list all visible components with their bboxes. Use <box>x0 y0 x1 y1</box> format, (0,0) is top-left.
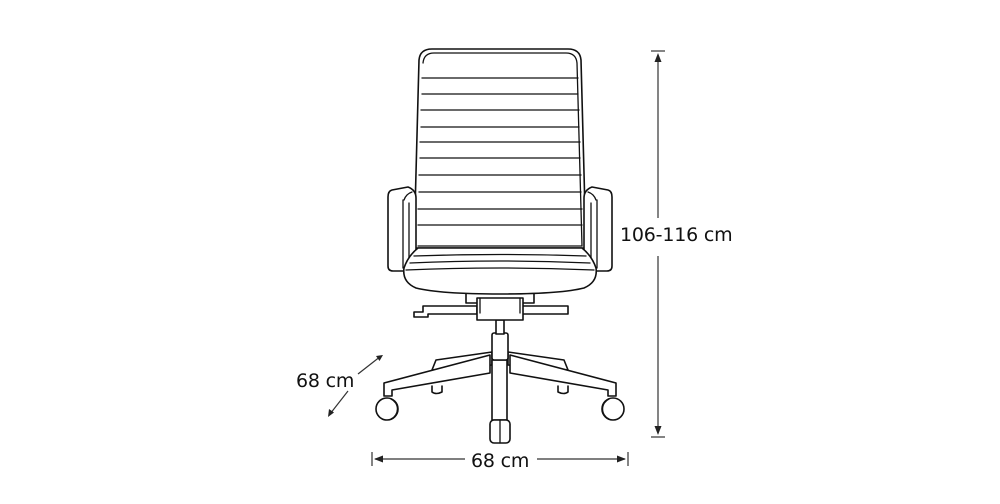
armrest-left <box>387 186 417 272</box>
seat-stitch-lines <box>405 253 595 271</box>
seat-cushion <box>402 247 598 295</box>
width-dimension-line <box>371 452 629 466</box>
height-dimension-label: 106-116 cm <box>620 224 733 246</box>
depth-dimension-label: 68 cm <box>296 370 355 392</box>
caster-front <box>489 419 511 444</box>
backrest <box>413 48 587 249</box>
caster-left <box>375 397 399 421</box>
backrest-stitch-lines <box>417 77 583 226</box>
caster-right <box>601 397 625 421</box>
width-dimension-label: 68 cm <box>471 450 530 472</box>
armrest-right <box>583 186 613 272</box>
depth-dimension-line <box>328 355 383 417</box>
chair-base <box>375 319 625 444</box>
seat-mechanism <box>413 292 569 321</box>
height-dimension-line <box>651 50 665 438</box>
